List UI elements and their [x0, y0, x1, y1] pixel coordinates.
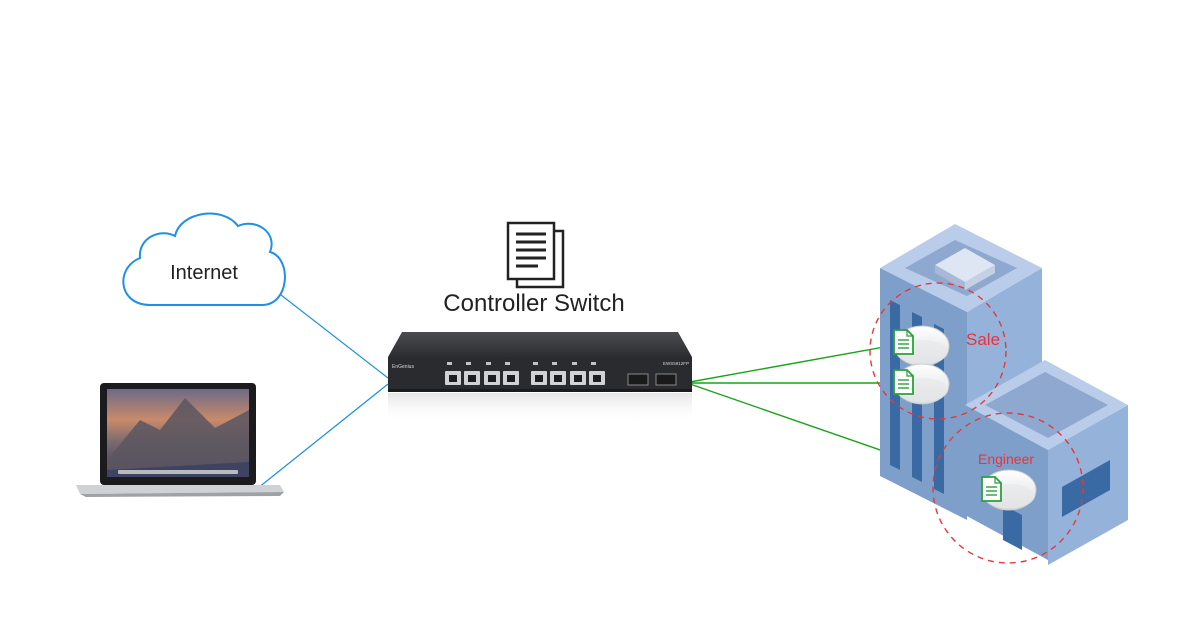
- document-icon: [981, 476, 1002, 502]
- cloud-label: Internet: [170, 262, 238, 284]
- internet-link: [271, 287, 389, 379]
- switch-title: Controller Switch: [443, 290, 624, 317]
- access-point-sale-2: [893, 363, 950, 405]
- building-icon: [880, 224, 1128, 565]
- zone-label-sale: Sale: [966, 330, 1000, 349]
- access-point-engineer: [981, 469, 1037, 511]
- zone-circle-engineer: [932, 412, 1084, 564]
- cloud-icon: [122, 212, 286, 306]
- zone-label-engineer: Engineer: [978, 451, 1034, 467]
- sfp-ports: [627, 373, 677, 386]
- document-icon: [893, 369, 914, 395]
- laptop-link: [257, 383, 389, 489]
- ap-link-sale-1: [689, 344, 896, 383]
- document-stack-icon: [506, 221, 565, 289]
- switch-model: EWS5912FP: [663, 361, 689, 366]
- zone-circles: [869, 282, 1084, 564]
- zone-circle-sale: [869, 282, 1007, 420]
- switch-brand: EnGenius: [392, 364, 414, 370]
- access-point-sale-1: [893, 325, 950, 367]
- laptop-icon: [76, 383, 284, 497]
- document-icon: [893, 329, 914, 355]
- switch-icon: EnGenius EWS5912FP: [388, 332, 692, 423]
